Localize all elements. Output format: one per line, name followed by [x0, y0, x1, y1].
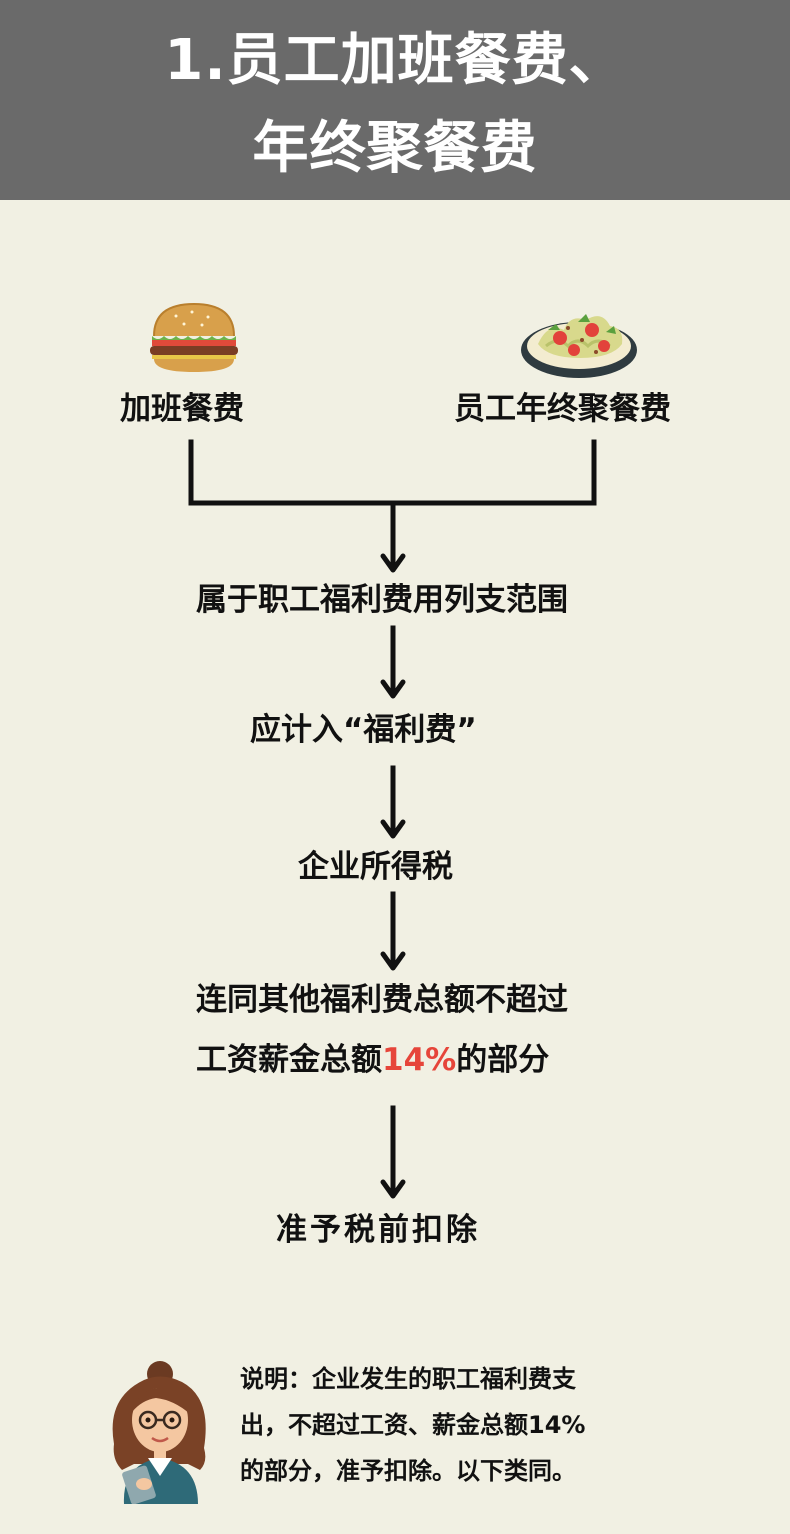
step-welfare-scope: 属于职工福利费用列支范围: [196, 582, 568, 618]
woman-with-glasses-avatar: [104, 1358, 220, 1505]
arrow-head-5: [380, 1179, 406, 1199]
limit-suffix: 的部分: [456, 1042, 550, 1078]
source-label-annual-dinner: 员工年终聚餐费: [454, 391, 671, 427]
burger-icon: [146, 300, 242, 376]
arrow-head-1: [380, 553, 406, 573]
arrow-head-2: [380, 679, 406, 699]
title-line-1: 1.员工加班餐费、: [164, 28, 626, 93]
limit-percent-highlight: 14%: [382, 1042, 457, 1078]
note-line-1: 说明：企业发生的职工福利费支: [240, 1365, 576, 1393]
step-pre-tax-deduction: 准予税前扣除: [276, 1212, 480, 1248]
limit-prefix: 工资薪金总额: [196, 1042, 382, 1078]
salad-plate-icon: [518, 300, 640, 382]
title-line-2: 年终聚餐费: [252, 116, 538, 181]
step-welfare-fee: 应计入“福利费”: [250, 712, 477, 748]
note-line-2: 出，不超过工资、薪金总额14%: [240, 1411, 586, 1439]
explanation-note: 说明：企业发生的职工福利费支 出，不超过工资、薪金总额14% 的部分，准予扣除。…: [240, 1356, 700, 1494]
step-limit-line-2: 工资薪金总额14%的部分: [196, 1040, 549, 1080]
header-banner: 1.员工加班餐费、 年终聚餐费: [0, 0, 790, 200]
arrow-head-3: [380, 819, 406, 839]
arrow-head-4: [380, 951, 406, 971]
source-label-overtime-meal: 加班餐费: [120, 391, 244, 427]
step-corporate-income-tax: 企业所得税: [298, 849, 453, 885]
step-limit-line-1: 连同其他福利费总额不超过: [196, 982, 568, 1018]
note-line-3: 的部分，准予扣除。以下类同。: [240, 1457, 576, 1485]
